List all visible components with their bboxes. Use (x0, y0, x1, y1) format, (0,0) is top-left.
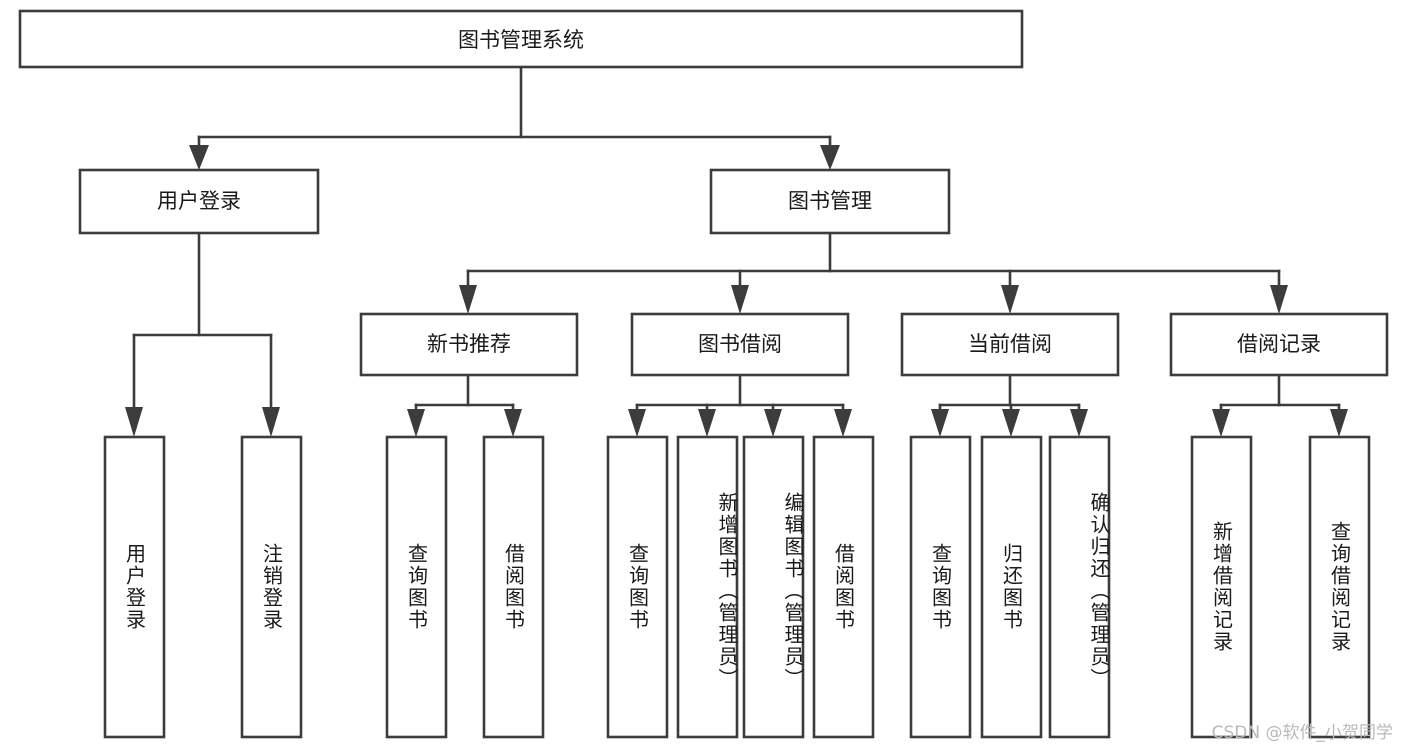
arrow-head-to-book-borrow (731, 285, 749, 314)
arrow-head-to-new-books (459, 285, 477, 314)
node-box-book-borrow (630, 312, 850, 377)
arrow-head-to-user-login (189, 145, 209, 170)
leaf-box-newbooks-query-book[interactable] (385, 435, 448, 739)
arrow-head-newbooks-query (407, 409, 425, 437)
arrow-head-bookborrow-add (698, 409, 716, 437)
leaf-box-current-confirm-return[interactable] (1048, 435, 1111, 739)
arrow-head-currentborrow-confirm (1070, 409, 1088, 437)
leaf-box-current-query-book[interactable] (909, 435, 972, 739)
arrow-head-to-current-borrow (1001, 285, 1019, 314)
node-current-borrow[interactable]: 当前借阅 (900, 312, 1120, 377)
node-root-system[interactable]: 图书管理系统 (18, 9, 1024, 69)
node-label-new-book-recommend: 新书推荐 (427, 332, 511, 356)
arrow-head-leaf-user-login (125, 407, 143, 437)
node-box-borrow-record (1169, 312, 1389, 377)
arrow-head-to-book-management (820, 145, 840, 170)
leaf-box-user-login[interactable] (103, 435, 166, 739)
node-new-book-recommend[interactable]: 新书推荐 (359, 312, 579, 377)
node-label-book-borrow: 图书借阅 (698, 332, 782, 356)
node-box-book-management (709, 168, 951, 235)
node-label-current-borrow: 当前借阅 (968, 332, 1052, 356)
connectors (125, 65, 1348, 437)
leaf-box-newbooks-borrow-book[interactable] (482, 435, 545, 739)
node-user-login[interactable]: 用户登录 (78, 168, 320, 235)
arrow-head-bookborrow-edit (764, 409, 782, 437)
leaf-boxes (103, 435, 1371, 739)
arrow-head-currentborrow-return (1002, 409, 1020, 437)
arrow-head-leaf-logout (262, 407, 280, 437)
leaf-box-logout[interactable] (240, 435, 303, 739)
node-box-current-borrow (900, 312, 1120, 377)
arrow-head-to-borrow-record (1270, 285, 1288, 314)
node-book-borrow[interactable]: 图书借阅 (630, 312, 850, 377)
node-label-user-login: 用户登录 (157, 189, 241, 213)
node-label-root: 图书管理系统 (458, 28, 584, 52)
arrow-head-newbooks-borrow (504, 409, 522, 437)
node-box-new-book-recommend (359, 312, 579, 377)
node-box-root (18, 9, 1024, 69)
node-box-user-login (78, 168, 320, 235)
leaf-box-record-add-record[interactable] (1190, 435, 1253, 739)
node-borrow-record[interactable]: 借阅记录 (1169, 312, 1389, 377)
leaf-box-borrow-edit-book[interactable] (742, 435, 805, 739)
arrow-head-borrowrecord-query (1330, 409, 1348, 437)
leaf-box-borrow-borrow-book[interactable] (812, 435, 875, 739)
leaf-box-borrow-query-book[interactable] (606, 435, 669, 739)
node-book-management[interactable]: 图书管理 (709, 168, 951, 235)
node-label-borrow-record: 借阅记录 (1237, 332, 1321, 356)
leaf-box-borrow-add-book[interactable] (676, 435, 739, 739)
arrow-head-currentborrow-query (931, 409, 949, 437)
node-label-book-management: 图书管理 (788, 189, 872, 213)
arrow-head-borrowrecord-add (1212, 409, 1230, 437)
arrow-head-bookborrow-borrow (834, 409, 852, 437)
leaf-box-current-return-book[interactable] (980, 435, 1043, 739)
csdn-watermark: CSDN @软件_小贺同学 (1211, 723, 1393, 743)
arrow-head-bookborrow-query (628, 409, 646, 437)
leaf-box-record-query-record[interactable] (1308, 435, 1371, 739)
